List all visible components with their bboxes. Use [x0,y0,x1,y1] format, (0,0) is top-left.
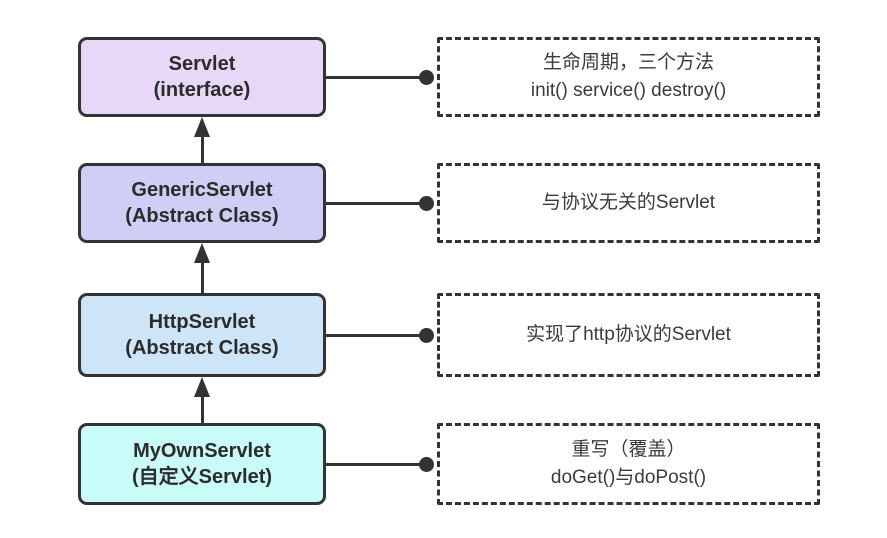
hierarchy-row-myownservlet: MyOwnServlet (自定义Servlet) 重写（覆盖） doGet()… [0,423,887,505]
connector-line [326,201,433,205]
arrow-shaft [201,394,204,423]
class-title: MyOwnServlet [133,439,271,462]
arrow-up-icon [194,117,210,137]
note-line: doGet()与doPost() [550,467,707,488]
connector-dot [419,69,434,85]
arrow-shaft [201,260,204,293]
connector-line [326,462,433,466]
class-subtitle: (自定义Servlet) [131,466,273,488]
connector-line [326,75,433,79]
hierarchy-row-servlet: Servlet (interface) 生命周期，三个方法 init() ser… [0,37,887,117]
note-line: 与协议无关的Servlet [541,192,716,214]
inheritance-arrow [194,117,211,163]
arrow-up-icon [194,243,210,263]
note-line: 重写（覆盖） [571,439,686,461]
connector-dot [419,456,434,472]
class-node-myownservlet: MyOwnServlet (自定义Servlet) [78,423,326,505]
class-node-httpservlet: HttpServlet (Abstract Class) [78,293,326,377]
note-line: 实现了http协议的Servlet [526,324,731,346]
hierarchy-row-httpservlet: HttpServlet (Abstract Class) 实现了http协议的S… [0,293,887,377]
note-box-myownservlet: 重写（覆盖） doGet()与doPost() [437,423,820,505]
arrow-up-icon [194,377,210,397]
note-box-genericservlet: 与协议无关的Servlet [437,163,820,243]
note-line: 生命周期，三个方法 [542,52,714,74]
connector-line [326,333,433,337]
note-box-httpservlet: 实现了http协议的Servlet [437,293,820,377]
connector-dot [419,327,434,343]
class-node-genericservlet: GenericServlet (Abstract Class) [78,163,326,243]
class-subtitle: (interface) [153,79,251,101]
class-node-servlet: Servlet (interface) [78,37,326,117]
class-subtitle: (Abstract Class) [125,337,279,359]
inheritance-arrow [194,243,211,293]
note-box-servlet: 生命周期，三个方法 init() service() destroy() [437,37,820,117]
note-line: init() service() destroy() [530,80,727,101]
connector-dot [419,195,434,211]
arrow-shaft [201,134,204,163]
class-subtitle: (Abstract Class) [125,205,279,227]
inheritance-arrow [194,377,211,423]
class-title: GenericServlet [131,178,273,201]
class-title: HttpServlet [148,310,256,333]
class-title: Servlet [168,52,236,75]
hierarchy-row-genericservlet: GenericServlet (Abstract Class) 与协议无关的Se… [0,163,887,243]
